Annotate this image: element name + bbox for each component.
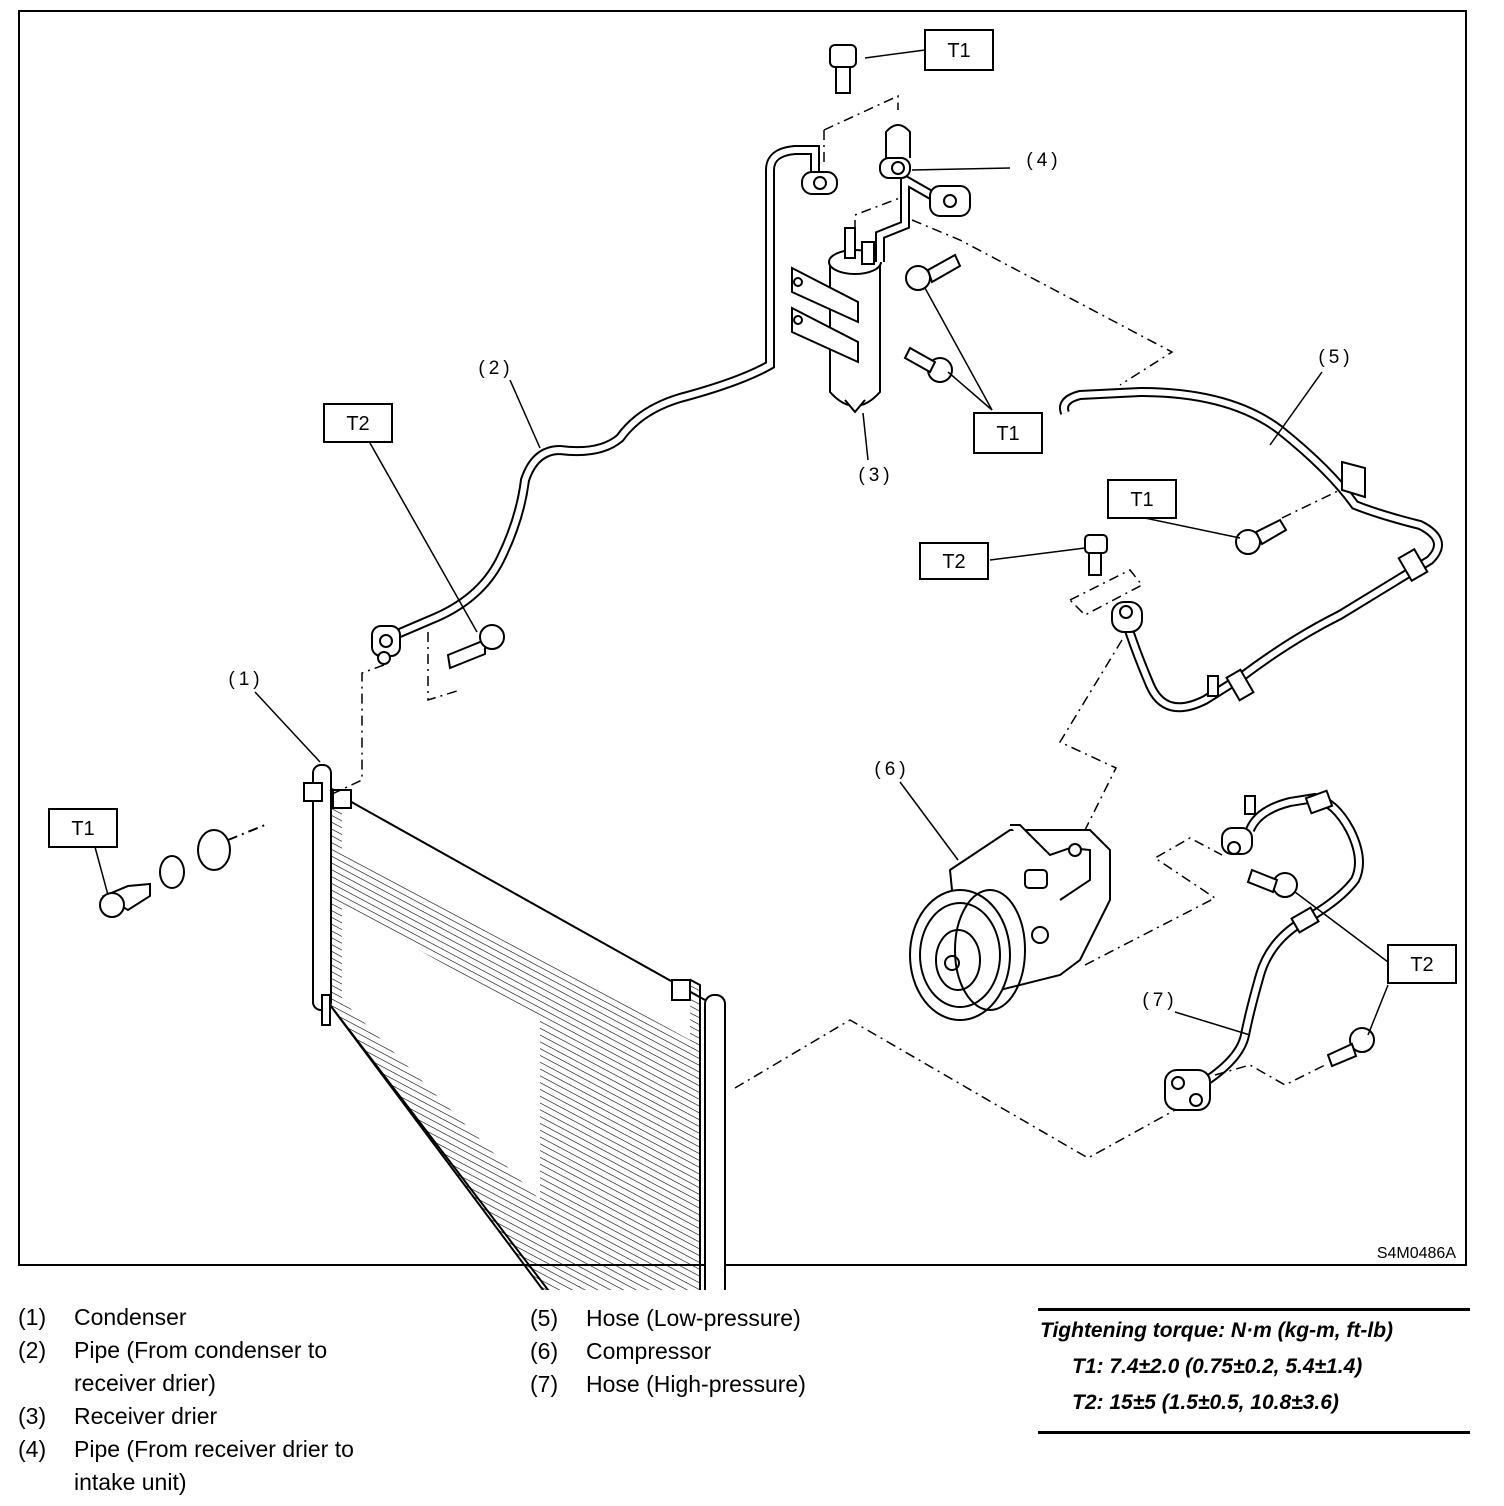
legend-num: (6) bbox=[530, 1338, 559, 1364]
condenser-mount-bolt bbox=[99, 824, 266, 918]
torque-tag-labels: T1 T2 T1 T1 T2 T1 T2 bbox=[71, 40, 1433, 976]
tag-label: T2 bbox=[1410, 954, 1433, 976]
legend-text: Compressor bbox=[586, 1338, 712, 1364]
top-bolt bbox=[829, 44, 857, 94]
ac-piping-diagram: T1 T2 T1 T1 T2 T1 T2 (1) (2) (3) (4) (5)… bbox=[18, 10, 1467, 1290]
tag-t1-hose bbox=[1107, 479, 1177, 519]
torque-title: Tightening torque: N·m (kg-m, ft-lb) bbox=[1040, 1319, 1394, 1342]
callout-1: (1) bbox=[228, 669, 263, 690]
leader-lines-condenser-pipe bbox=[329, 632, 461, 796]
leader-lines-hose-low bbox=[1058, 489, 1341, 841]
legend-item: (2) Pipe (From condenser to receiver drie… bbox=[18, 1334, 488, 1400]
tag-label: T2 bbox=[346, 413, 369, 435]
legend-middle: (5) Hose (Low-pressure) (6) Compressor (7)… bbox=[530, 1302, 950, 1401]
callout-numbers: (1) (2) (3) (4) (5) (6) (7) bbox=[228, 150, 1353, 1011]
leader-lines-hose-high bbox=[734, 1019, 1326, 1159]
diagram-code: S4M0486A bbox=[1377, 1245, 1456, 1262]
torque-spec-box: Tightening torque: N·m (kg-m, ft-lb) T1:… bbox=[1038, 1308, 1470, 1434]
legend-num: (2) bbox=[18, 1337, 47, 1363]
tag-t2-right bbox=[1387, 944, 1457, 984]
tag-label: T1 bbox=[1130, 489, 1153, 511]
tag-t1-top bbox=[924, 29, 994, 71]
tag-t2-hose bbox=[919, 542, 989, 580]
torque-tags bbox=[48, 29, 1457, 984]
tag-t1-left bbox=[48, 808, 118, 848]
pipe-flange-lower bbox=[371, 624, 505, 670]
compressor bbox=[909, 824, 1111, 1021]
callout-5: (5) bbox=[1318, 347, 1353, 368]
torque-t1: T1: 7.4±2.0 (0.75±0.2, 5.4±1.4) bbox=[1072, 1355, 1363, 1378]
tag-t2-left bbox=[323, 403, 393, 443]
leader-lines-compressor bbox=[1084, 837, 1223, 966]
receiver-drier bbox=[791, 227, 882, 414]
pipe-condenser-to-drier bbox=[393, 145, 820, 640]
hose-low-pressure-fittings bbox=[1084, 460, 1429, 702]
legend-item: (1) Condenser bbox=[18, 1301, 488, 1334]
legend-num: (1) bbox=[18, 1304, 47, 1330]
condenser bbox=[303, 764, 726, 1290]
tag-label: T1 bbox=[71, 818, 94, 840]
tag-t1-drier bbox=[973, 412, 1043, 454]
legend-num: (3) bbox=[18, 1403, 47, 1429]
legend-item: (7) Hose (High-pressure) bbox=[530, 1368, 950, 1401]
legend-text: Hose (High-pressure) bbox=[586, 1371, 806, 1397]
legend-item: (5) Hose (Low-pressure) bbox=[530, 1302, 950, 1335]
legend-text: Condenser bbox=[74, 1304, 187, 1330]
pipe-drier-to-intake bbox=[875, 171, 943, 262]
legend-num: (4) bbox=[18, 1436, 47, 1462]
callout-7: (7) bbox=[1142, 990, 1177, 1011]
callout-2: (2) bbox=[478, 358, 513, 379]
tag-label: T2 bbox=[942, 551, 965, 573]
legend-text: Receiver drier bbox=[74, 1403, 218, 1429]
diagram-frame bbox=[18, 10, 1467, 1266]
legend-left: (1) Condenser (2) Pipe (From condenser to … bbox=[18, 1301, 488, 1499]
legend-item: (4) Pipe (From receiver drier to intake u… bbox=[18, 1433, 488, 1499]
legend-num: (7) bbox=[530, 1371, 559, 1397]
legend-text: Hose (Low-pressure) bbox=[586, 1305, 801, 1331]
legend-text: Pipe (From condenser to receiver drier) bbox=[74, 1337, 328, 1396]
drier-bracket-bolts bbox=[903, 253, 962, 383]
tag-label: T1 bbox=[947, 40, 970, 62]
pipe-flange-upper bbox=[801, 124, 971, 217]
callout-leaders bbox=[94, 49, 1389, 1036]
legend-num: (5) bbox=[530, 1305, 559, 1331]
callout-4: (4) bbox=[1026, 150, 1061, 171]
hose-high-pressure-fittings bbox=[1164, 789, 1375, 1111]
tag-label: T1 bbox=[996, 423, 1019, 445]
legend-text: Pipe (From receiver drier to intake unit… bbox=[74, 1436, 354, 1495]
legend-item: (3) Receiver drier bbox=[18, 1400, 488, 1433]
hose-low-pressure bbox=[1059, 386, 1443, 713]
legend-item: (6) Compressor bbox=[530, 1335, 950, 1368]
callout-6: (6) bbox=[874, 759, 909, 780]
torque-t2: T2: 15±5 (1.5±0.5, 10.8±3.6) bbox=[1072, 1391, 1339, 1414]
callout-3: (3) bbox=[858, 465, 893, 486]
